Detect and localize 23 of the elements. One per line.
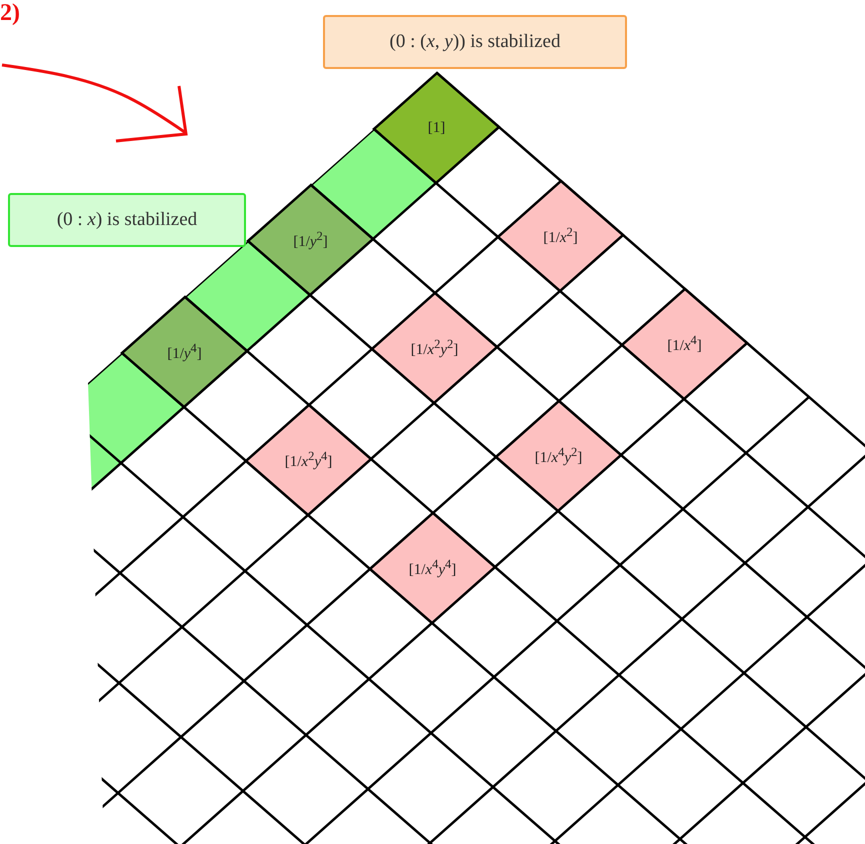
highlighted-cell bbox=[370, 513, 495, 623]
highlighted-cell bbox=[246, 405, 371, 515]
cell-label: [1/x$^{2}$y$^{4}$] bbox=[284, 449, 332, 471]
callout-text: (0 : (x, y)) is stabilized bbox=[390, 31, 560, 53]
cell-label: [1] bbox=[428, 120, 446, 136]
step-number: 2) bbox=[0, 0, 20, 27]
highlighted-cell bbox=[374, 73, 499, 183]
highlighted-cell bbox=[496, 401, 621, 511]
highlighted-cell bbox=[622, 289, 747, 399]
highlighted-cell bbox=[248, 185, 373, 295]
cell-label: [1/y$^{4}$] bbox=[167, 341, 202, 363]
highlighted-cell bbox=[498, 181, 623, 291]
highlighted-cell bbox=[372, 293, 497, 403]
callout-box bbox=[8, 193, 246, 247]
cell-label: [1/y$^{2}$] bbox=[293, 229, 328, 251]
cell-label: [1/x$^{4}$y$^{4}$] bbox=[408, 557, 456, 579]
cell-label: [1/x$^{2}$y$^{2}$] bbox=[410, 337, 458, 359]
cell-label: [1/x$^{4}$] bbox=[667, 333, 702, 355]
highlighted-cell bbox=[122, 297, 247, 407]
callout-box bbox=[323, 15, 627, 69]
callout-text: (0 : x) is stabilized bbox=[56, 209, 198, 231]
cell-label: [1/x$^{2}$] bbox=[543, 225, 578, 247]
cell-label: [1/x$^{4}$y$^{2}$] bbox=[534, 445, 582, 467]
